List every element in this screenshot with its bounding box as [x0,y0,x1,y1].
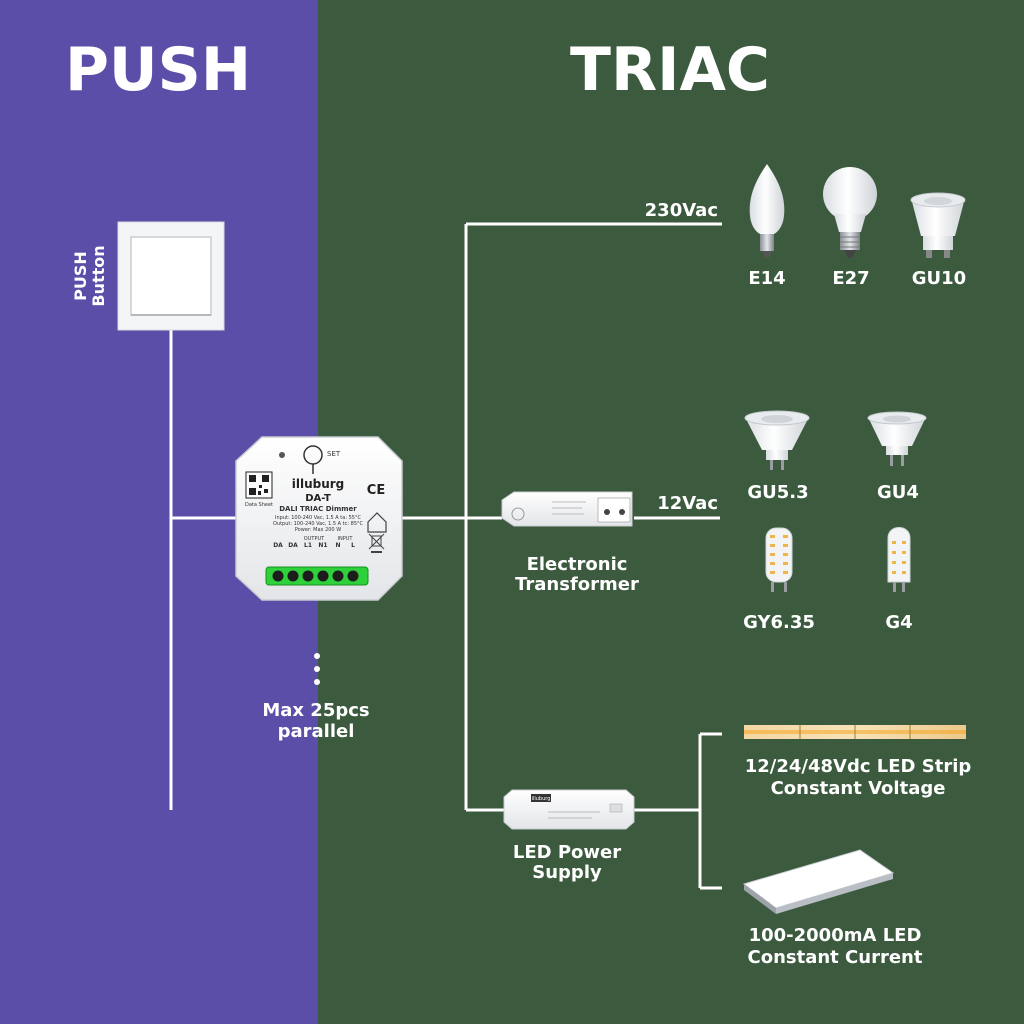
led-strip-icon [744,725,966,739]
gu10-spot-icon [910,192,966,258]
weee-bin-icon [368,533,385,553]
dimmer-spec-output: Output: 100-240 Vac, 1.5 A tc: 85°C [273,521,364,527]
voltage-230vac: 230Vac [645,200,718,221]
triac-heading: TRIAC [570,35,770,105]
push-heading: PUSH [65,35,251,105]
led-panel-label-line1: 100-2000mA LED [749,925,922,946]
led-panel-label-line2: Constant Current [748,947,923,968]
dimmer-set-label: SET [327,450,341,458]
parallel-note-line2: parallel [278,721,355,742]
led-power-supply: illuburg [503,789,635,830]
push-button-label: PUSH Button [71,245,108,306]
led-strip-label-line2: Constant Voltage [771,778,946,799]
bulb-label-gu5-3: GU5.3 [747,482,808,503]
status-led-icon [279,452,285,458]
capsule-led-icon [765,527,793,592]
more-devices-dots-icon [314,653,320,685]
bulb-label-gy6-35: GY6.35 [743,612,815,633]
push-button-switch [117,221,225,331]
parallel-note-line1: Max 25pcs [262,700,369,721]
bulb-label-e14: E14 [748,268,785,289]
led-power-supply-label-line2: Supply [532,862,602,883]
small-capsule-led-icon [887,527,911,592]
dimmer-spec-power: Power: Max 200 W [295,527,341,533]
led-strip-label-line1: 12/24/48Vdc LED Strip [745,756,972,777]
dimmer-ce-mark: CE [367,483,385,498]
push-button-label-line1: PUSH [71,251,90,301]
terminal-label: N [335,542,340,549]
electronic-transformer-label-line1: Electronic [527,554,628,575]
led-power-supply-label-line1: LED Power [513,842,621,863]
mr11-spot-icon [867,411,927,466]
terminal-label: L [351,542,355,549]
terminal-label: DA [288,542,298,549]
voltage-12vac: 12Vac [657,493,718,514]
dimmer-model: DA-T [305,493,331,504]
qr-code-icon [245,471,273,499]
mr16-spot-icon [744,410,810,470]
push-button-label-line2: Button [89,245,108,306]
psu-brand: illuburg [532,796,551,802]
bulb-label-gu10: GU10 [912,268,966,289]
wiring [169,222,722,890]
indoor-use-icon [367,512,387,533]
dimmer-input-group-label: INPUT [338,536,354,542]
dimmer-spec-input: Input: 100-240 Vac, 1.5 A ta: 55°C [275,515,361,521]
electronic-transformer-label-line2: Transformer [515,574,639,595]
dimmer-qr-caption: Data Sheet [245,502,273,508]
bulb-label-g4: G4 [885,612,912,633]
dimmer-output-group-label: OUTPUT [304,536,325,542]
candle-bulb-icon [749,164,785,258]
dimmer-terminal-labels: DA DA L1 N1 N L [273,542,355,549]
terminal-label: N1 [318,542,327,549]
bulb-label-e27: E27 [832,268,869,289]
bulb-label-gu4: GU4 [877,482,919,503]
electronic-transformer [501,491,633,527]
dali-triac-dimmer: SET Data Sheet illuburg DA-T CE DALI TRI… [235,436,403,601]
a-bulb-icon [823,167,877,258]
triac-panel-background [318,0,1024,1024]
terminal-block [265,566,369,586]
dimmer-brand: illuburg [292,477,345,491]
terminal-label: L1 [304,542,312,549]
led-panel-icon [742,849,895,914]
terminal-label: DA [273,542,283,549]
dimmer-description: DALI TRIAC Dimmer [279,505,357,513]
